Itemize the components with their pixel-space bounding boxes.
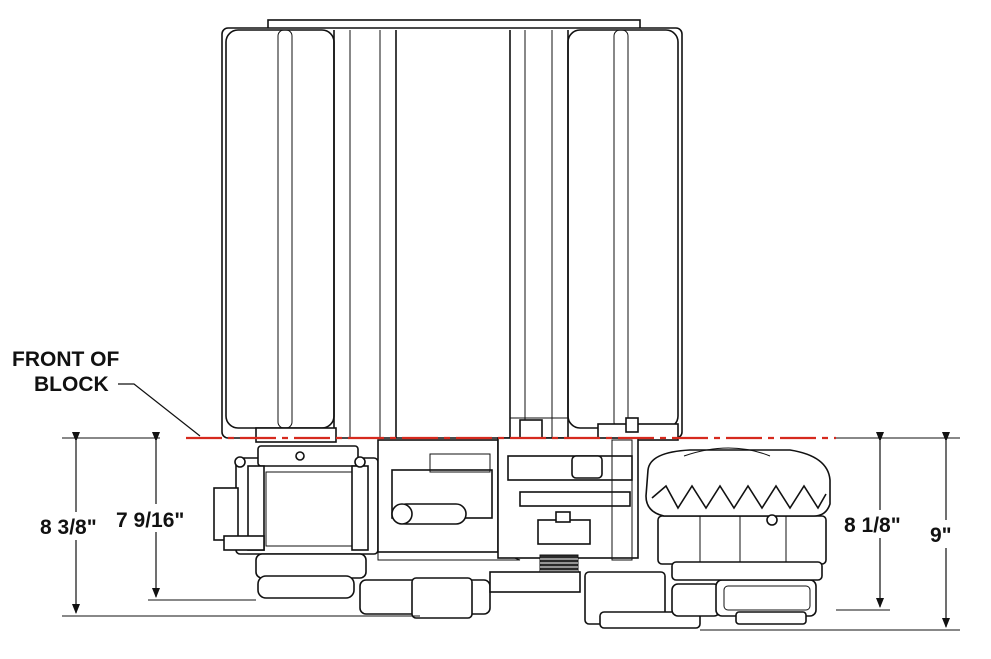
dimension-label-9: 9" (930, 524, 952, 547)
front-of-block-label-line2: BLOCK (34, 373, 109, 396)
dimension-label-7-9-16: 7 9/16" (116, 509, 184, 532)
front-of-block-leader (118, 383, 201, 437)
dimension-label-8-3-8: 8 3/8" (40, 516, 97, 539)
dimension-label-8-1-8: 8 1/8" (844, 514, 901, 537)
upper-cooler-assembly (221, 19, 683, 443)
front-of-block-label-line1: FRONT OF (12, 348, 119, 371)
lower-engine-assembly (213, 437, 831, 629)
